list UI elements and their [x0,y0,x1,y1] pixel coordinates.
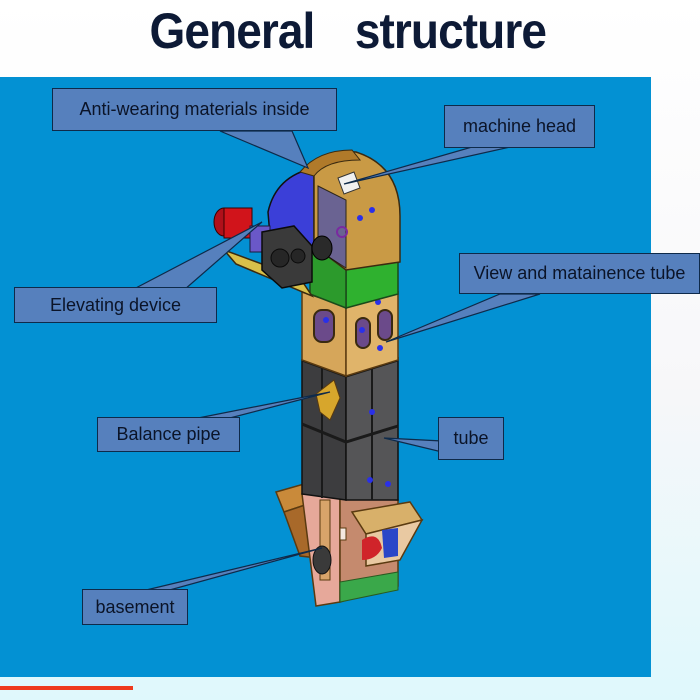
callout-tube: tube [438,417,504,460]
callout-label: Balance pipe [116,424,221,444]
view-maintenance-section [301,290,399,378]
callout-basement: basement [82,589,188,625]
slide-title: General structure [26,2,670,60]
tube-column [301,356,399,501]
callout-pointers [131,130,541,592]
callout-label: basement [95,596,175,617]
accent-underline [0,686,133,690]
callout-label: View and matainence tube [473,263,686,283]
callout-anti-wearing-materials: Anti-wearing materials inside [52,88,337,131]
callout-view-maintenance-tube: View and matainence tube [459,253,700,294]
pointer-elevating-device [131,221,263,291]
callout-label: Anti-wearing materials inside [79,99,310,119]
pointer-view-maintenance [385,293,541,343]
title-word-general: General [149,3,316,59]
pointer-anti-wearing [219,130,310,170]
pointer-basement [141,547,323,592]
title-word-structure: structure [354,3,547,59]
machine-head-assembly [267,149,401,271]
elevating-device-assembly [213,207,333,298]
callout-elevating-device: Elevating device [14,287,217,323]
callout-balance-pipe: Balance pipe [97,417,240,452]
callout-label: Elevating device [49,294,182,315]
callout-machine-head: machine head [444,105,595,148]
callout-label: tube [453,428,489,448]
callout-label: machine head [462,116,577,136]
basement-assembly [274,479,424,607]
